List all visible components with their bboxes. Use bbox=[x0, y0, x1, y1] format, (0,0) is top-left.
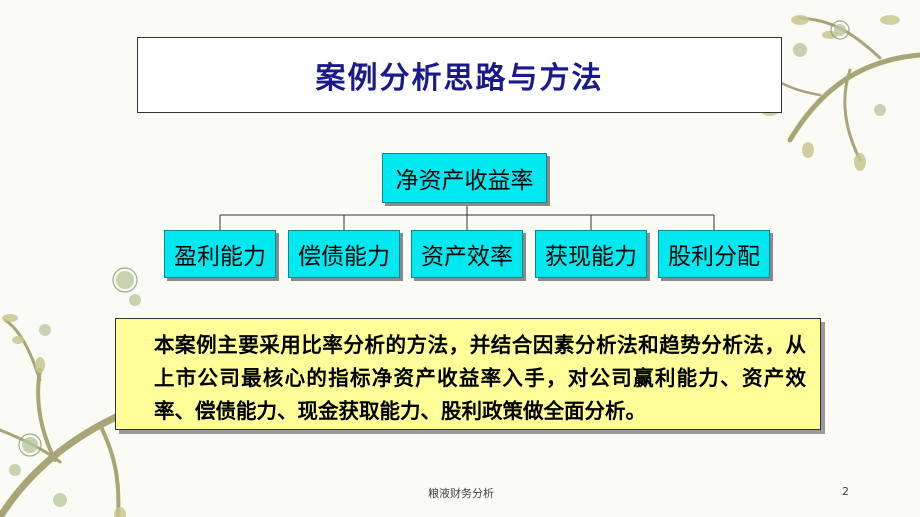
child-node-asset-efficiency: 资产效率 bbox=[411, 230, 523, 278]
slide-title: 案例分析思路与方法 bbox=[315, 61, 604, 96]
footer-text: 粮液财务分析 bbox=[428, 487, 494, 500]
child-node-dividend-distribution: 股利分配 bbox=[658, 230, 770, 278]
page-number: 2 bbox=[842, 485, 849, 498]
title-box: 案例分析思路与方法 bbox=[137, 37, 782, 113]
child-node-profitability: 盈利能力 bbox=[164, 230, 276, 278]
summary-textbox: 本案例主要采用比率分析的方法，并结合因素分析法和趋势分析法，从上市公司最核心的指… bbox=[115, 318, 821, 430]
root-node-roe: 净资产收益率 bbox=[382, 153, 547, 203]
child-node-solvency: 偿债能力 bbox=[288, 230, 400, 278]
child-node-cash-generation: 获现能力 bbox=[535, 230, 647, 278]
